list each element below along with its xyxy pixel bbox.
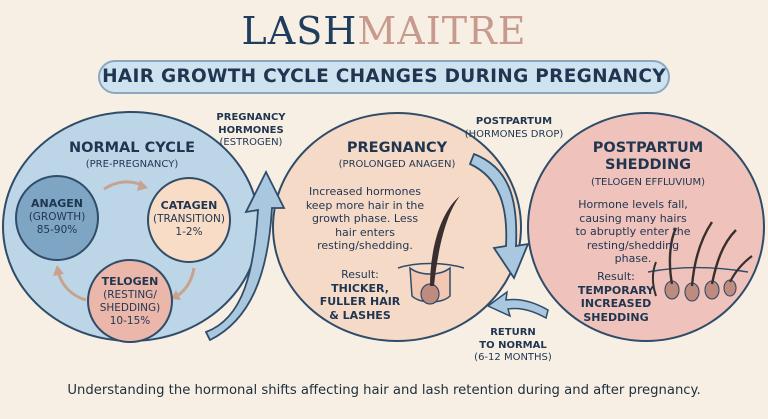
postpartum-body-line: to abruptly enter the <box>575 225 691 238</box>
postpartum-arrow-label: POSTPARTUM (HORMONES DROP) <box>458 116 570 141</box>
pregnancy-body-line: keep more hair in the <box>305 198 425 212</box>
postpartum-result-line: SHEDDING <box>583 310 649 324</box>
anagen-sub: (GROWTH) <box>28 211 86 223</box>
pregnancy-result-line: FULLER HAIR <box>319 295 401 308</box>
anagen-circle <box>15 175 99 261</box>
pregnancy-body: Increased hormones keep more hair in the… <box>296 185 434 253</box>
postpartum-subtitle: (TELOGEN EFFLUVIUM) <box>591 177 705 188</box>
postpartum-body-line: causing many hairs <box>579 211 687 225</box>
normal-cycle-title: NORMAL CYCLE <box>69 140 195 156</box>
brand-logo: LASHMAITRE <box>0 6 768 56</box>
telogen-name: TELOGEN <box>101 275 159 288</box>
brand-part2: MAITRE <box>357 9 527 53</box>
page-title: HAIR GROWTH CYCLE CHANGES DURING PREGNAN… <box>98 60 670 94</box>
catagen-sub: (TRANSITION) <box>153 213 225 225</box>
thick-hair-illustration <box>397 196 465 305</box>
return-arrow <box>486 290 549 320</box>
pregnancy-hormones-line3: (ESTROGEN) <box>219 137 283 148</box>
postpartum-result-line: INCREASED <box>580 297 652 310</box>
brand-part1: LASH <box>241 9 358 53</box>
postpartum-arrow-line1: POSTPARTUM <box>475 116 553 127</box>
pregnancy-result-label: Result: <box>341 268 379 281</box>
telogen-label: TELOGEN (RESTING/ SHEDDING) 10-15% <box>87 275 173 328</box>
anagen-label: ANAGEN (GROWTH) 85-90% <box>15 197 99 237</box>
hormones-drop-arrow <box>468 152 530 280</box>
postpartum-title: POSTPARTUM SHEDDING <box>560 140 736 174</box>
postpartum-body-line: resting/shedding <box>586 238 680 252</box>
postpartum-body-line: Hormone levels fall, <box>578 198 688 211</box>
catagen-name: CATAGEN <box>160 199 218 212</box>
catagen-circle <box>147 177 231 263</box>
footer-caption: Understanding the hormonal shifts affect… <box>67 383 701 398</box>
pregnancy-hormones-line2: HORMONES <box>218 124 284 136</box>
return-line3: (6-12 MONTHS) <box>474 352 552 363</box>
return-line1: RETURN <box>490 327 536 338</box>
pregnancy-circle <box>272 112 522 342</box>
normal-cycle-subtitle: (PRE-PREGNANCY) <box>85 159 179 170</box>
postpartum-title-line1: POSTPARTUM <box>592 140 704 156</box>
catagen-value: 1-2% <box>175 226 203 238</box>
postpartum-result: Result: TEMPORARY INCREASED SHEDDING <box>566 270 666 324</box>
postpartum-result-line: TEMPORARY <box>577 283 655 297</box>
catagen-label: CATAGEN (TRANSITION) 1-2% <box>147 199 231 239</box>
pregnancy-body-line: hair enters <box>335 225 395 239</box>
telogen-to-anagen-arrow <box>56 271 87 302</box>
pregnancy-body-line: resting/shedding. <box>317 239 413 252</box>
telogen-circle <box>87 259 173 343</box>
pregnancy-hormones-label: PREGNANCY HORMONES (ESTROGEN) <box>208 112 294 150</box>
postpartum-result-label: Result: <box>597 270 635 283</box>
anagen-value: 85-90% <box>36 224 78 236</box>
return-label: RETURN TO NORMAL (6-12 MONTHS) <box>470 327 556 365</box>
pregnancy-body-line: growth phase. Less <box>311 212 419 225</box>
anagen-name: ANAGEN <box>31 197 83 210</box>
pregnancy-result: Result: THICKER, FULLER HAIR & LASHES <box>314 268 406 322</box>
pregnancy-result-line: THICKER, <box>331 281 389 295</box>
telogen-sub1: (RESTING/ <box>103 289 157 301</box>
return-line2: TO NORMAL <box>479 339 547 351</box>
pregnancy-body-line: Increased hormones <box>309 185 421 198</box>
pregnancy-subtitle: (PROLONGED ANAGEN) <box>338 159 456 170</box>
postpartum-title-line2: SHEDDING <box>605 157 691 173</box>
pregnancy-title: PREGNANCY <box>346 140 448 156</box>
postpartum-arrow-line2: (HORMONES DROP) <box>464 128 564 140</box>
pregnancy-hormones-arrow <box>204 169 286 342</box>
pregnancy-result-line: & LASHES <box>329 308 391 322</box>
postpartum-body-line: phase. <box>614 252 652 265</box>
shedding-hair-illustration <box>647 221 753 302</box>
telogen-sub2: SHEDDING) <box>99 302 161 314</box>
pregnancy-hormones-line1: PREGNANCY <box>216 112 286 123</box>
telogen-value: 10-15% <box>109 315 151 327</box>
postpartum-body: Hormone levels fall, causing many hairs … <box>565 198 701 266</box>
postpartum-circle <box>527 112 765 342</box>
catagen-to-telogen-arrow <box>176 267 196 298</box>
